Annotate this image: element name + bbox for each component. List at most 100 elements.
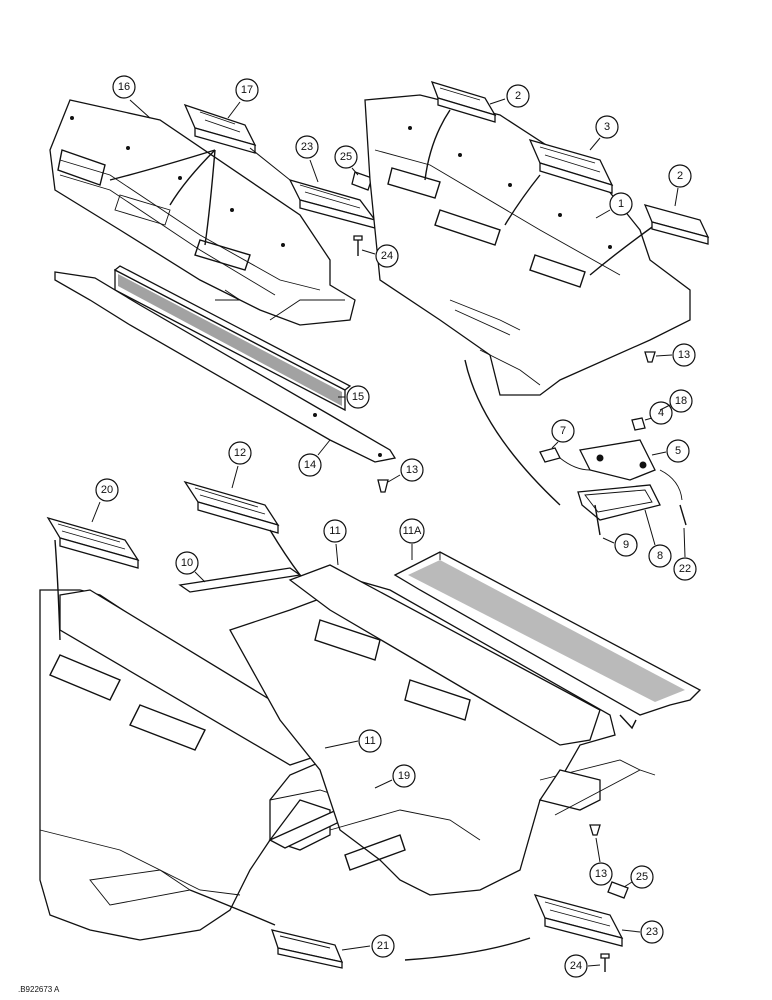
foam-strip [113,265,352,412]
panel-opening [194,239,251,271]
callout-leader-line [595,837,601,863]
callout-leader-line [309,159,319,183]
callout-circle [672,343,696,367]
callout-leader-line [489,98,506,105]
dome-light-21 [271,929,344,969]
callout-leader-line [341,945,371,951]
callout-10: 10 [175,551,206,583]
callout-label: 25 [636,871,648,883]
panel-opening [344,834,406,871]
panel-opening [129,704,206,751]
callout-circle [399,518,425,544]
callout-circle [323,519,347,543]
callout-label: 10 [181,557,193,569]
callout-circle [673,557,697,581]
callout-label: 22 [679,563,691,575]
panel-opening [434,209,501,246]
callout-label: 12 [234,447,246,459]
callout-leader-line [655,354,673,357]
callout-label: 24 [570,960,582,972]
callout-label: 23 [646,926,658,938]
mounting-bracket [54,271,397,463]
callout-label: 15 [352,391,364,403]
callout-circle [595,115,619,139]
callout-11: 11 [323,519,347,566]
callout-11A: 11A [399,518,425,560]
callout-label: 3 [604,121,610,133]
screw-13-left [377,479,389,493]
clip-25-upper [351,171,373,191]
upper-right-headliner-panel [364,94,691,396]
callout-11: 11 [324,729,382,753]
callout-24: 24 [361,244,399,268]
callout-24: 24 [564,954,601,978]
callout-circle [640,920,664,944]
callout-label: 11 [364,735,375,747]
lower-middle-headliner [229,564,656,896]
callout-1: 1 [595,192,633,219]
callout-8: 8 [644,509,672,568]
callout-leader-line [683,527,686,558]
dome-light-17 [183,103,257,154]
callout-label: 13 [406,464,418,476]
screw-13-right [644,351,656,363]
clip-25-lower [607,881,629,899]
drawing-id-label: .B922673 A [18,985,60,994]
callout-21: 21 [341,934,395,958]
callout-2: 2 [668,164,692,207]
callout-circle [669,389,693,413]
callout-circle [298,453,322,477]
dome-light-3 [528,138,614,194]
callout-leader-line [589,137,601,151]
callout-leader-line [129,99,151,119]
callout-leader-line [351,167,359,176]
callout-leader-line [227,101,241,119]
callout-15: 15 [338,385,370,409]
callout-label: 4 [658,407,664,419]
callout-circle [564,954,588,978]
dome-light-2-right [643,204,710,245]
callout-leader-line [602,537,615,544]
callout-label: 9 [623,539,629,551]
callout-circle [668,164,692,188]
callout-label: 23 [301,141,313,153]
callout-label: 14 [304,459,316,471]
callout-label: 11 [329,525,340,537]
callout-label: 16 [118,81,130,93]
callout-leader-line [674,187,679,207]
dome-light-assembly-parts [539,417,687,536]
callout-25: 25 [623,865,654,889]
callout-2: 2 [489,84,530,108]
callout-label: 13 [678,349,690,361]
callout-leader-line [551,441,559,449]
side-trim-11A [393,551,702,730]
screw-24-lower [600,953,610,972]
callout-17: 17 [227,78,259,119]
grommet-7 [539,447,561,463]
callout-leader-line [374,779,393,789]
callout-leader-line [623,881,633,888]
nut-18 [631,417,646,431]
callout-leader-line [194,571,206,583]
dome-light-12 [183,480,280,534]
callout-circle [666,439,690,463]
callout-leader-line [324,740,359,749]
panel-opening [529,254,586,288]
callout-circle [589,862,613,886]
callout-circle [630,865,654,889]
callout-23: 23 [621,920,664,944]
callout-13: 13 [655,343,696,367]
callout-circle [112,75,136,99]
callout-label: 11A [403,525,422,537]
callout-13: 13 [387,458,424,483]
callout-leader-line [587,964,601,967]
callout-25: 25 [334,145,359,176]
callout-label: 8 [657,550,663,562]
callout-leader-line [621,929,641,933]
callout-leader-line [361,249,376,255]
callout-circle [295,135,319,159]
callout-18: 18 [659,389,693,413]
trim-strip-10 [178,567,302,593]
screw-22 [679,504,687,526]
